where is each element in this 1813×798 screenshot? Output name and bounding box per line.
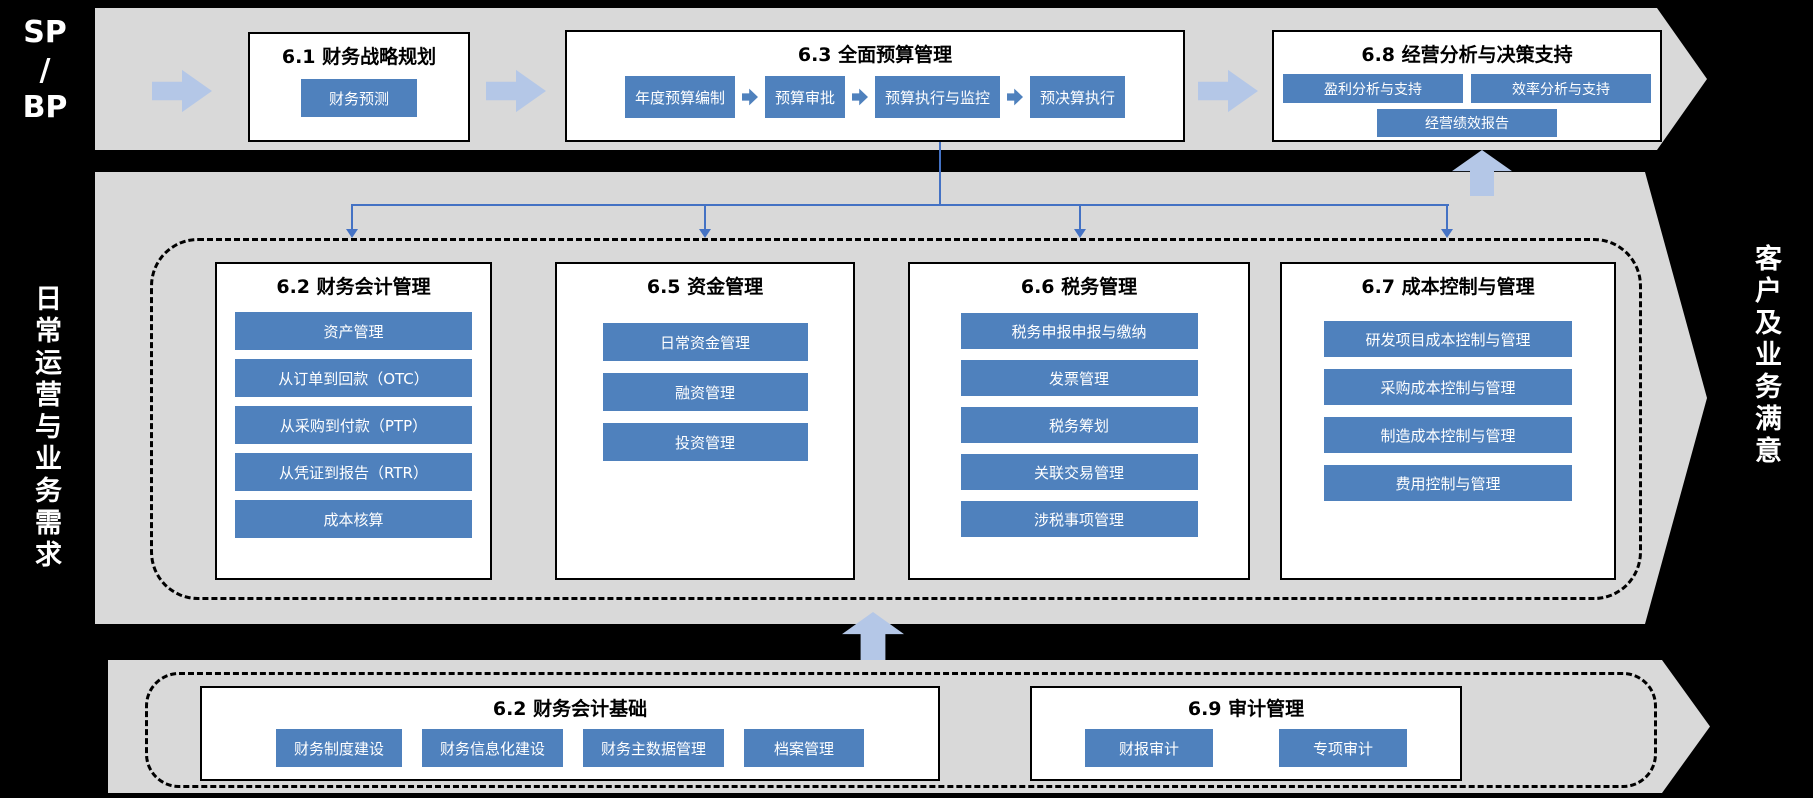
process-item: 效率分析与支持 — [1471, 74, 1651, 103]
connector-line — [1446, 206, 1448, 230]
items-list: 税务申报申报与缴纳 发票管理 税务筹划 关联交易管理 涉税事项管理 — [960, 313, 1198, 537]
box-6-5-treasury: 6.5 资金管理 日常资金管理 融资管理 投资管理 — [555, 262, 855, 580]
process-item: 日常资金管理 — [602, 323, 808, 361]
connector-arrowhead-icon — [346, 229, 358, 238]
box-6-9-audit: 6.9 审计管理 财报审计 专项审计 — [1030, 686, 1462, 781]
process-item: 财务制度建设 — [275, 729, 402, 767]
box-6-7-cost-control: 6.7 成本控制与管理 研发项目成本控制与管理 采购成本控制与管理 制造成本控制… — [1280, 262, 1616, 580]
process-item: 发票管理 — [960, 360, 1198, 396]
budget-step: 年度预算编制 — [624, 76, 735, 118]
box-6-8-analysis-support: 6.8 经营分析与决策支持 盈利分析与支持 效率分析与支持 经营绩效报告 — [1272, 30, 1662, 142]
box-6-3-budget-management: 6.3 全面预算管理 年度预算编制 预算审批 预算执行与监控 预决算执行 — [565, 30, 1185, 142]
connector-arrowhead-icon — [1441, 229, 1453, 238]
step-arrow-icon — [1007, 88, 1024, 106]
budget-step: 预算审批 — [764, 76, 845, 118]
process-item: 费用控制与管理 — [1324, 465, 1572, 501]
connector-arrowhead-icon — [699, 229, 711, 238]
box-accounting-foundation: 6.2 财务会计基础 财务制度建设 财务信息化建设 财务主数据管理 档案管理 — [200, 686, 940, 781]
process-item: 盈利分析与支持 — [1283, 74, 1463, 103]
items-list: 日常资金管理 融资管理 投资管理 — [602, 323, 808, 461]
process-item: 投资管理 — [602, 423, 808, 461]
process-item: 关联交易管理 — [960, 454, 1198, 490]
process-item: 从凭证到报告（RTR） — [235, 453, 472, 491]
box-title: 6.5 资金管理 — [646, 276, 764, 298]
box-6-1-financial-strategy: 6.1 财务战略规划 财务预测 — [248, 32, 470, 142]
box-title: 6.7 成本控制与管理 — [1361, 276, 1535, 298]
process-item: 经营绩效报告 — [1377, 109, 1557, 137]
process-item: 制造成本控制与管理 — [1324, 417, 1572, 453]
connector-line — [704, 206, 706, 230]
budget-steps-row: 年度预算编制 预算审批 预算执行与监控 预决算执行 — [624, 76, 1126, 118]
connector-line — [1079, 206, 1081, 230]
process-item: 档案管理 — [744, 729, 865, 767]
connector-arrowhead-icon — [1074, 229, 1086, 238]
process-item: 采购成本控制与管理 — [1324, 369, 1572, 405]
box-title: 6.1 财务战略规划 — [281, 46, 437, 68]
process-item: 涉税事项管理 — [960, 501, 1198, 537]
box-title: 6.3 全面预算管理 — [797, 44, 953, 66]
process-item: 税务申报申报与缴纳 — [960, 313, 1198, 349]
sp-bp-label: SP / BP — [22, 15, 68, 125]
items-list: 财务制度建设 财务信息化建设 财务主数据管理 档案管理 — [275, 729, 865, 767]
budget-step: 预算执行与监控 — [875, 76, 1001, 118]
connector-line — [939, 142, 941, 206]
connector-line — [351, 204, 1449, 206]
process-item: 成本核算 — [235, 500, 472, 538]
box-title: 6.6 税务管理 — [1020, 276, 1138, 298]
right-rail-label: 客户及业务满意 — [1750, 244, 1781, 468]
process-item: 研发项目成本控制与管理 — [1324, 321, 1572, 357]
process-item: 从订单到回款（OTC） — [235, 359, 472, 397]
budget-step: 预决算执行 — [1030, 76, 1126, 118]
box-title: 6.2 财务会计基础 — [492, 698, 648, 720]
process-item: 财报审计 — [1084, 729, 1213, 767]
box-6-6-tax: 6.6 税务管理 税务申报申报与缴纳 发票管理 税务筹划 关联交易管理 涉税事项… — [908, 262, 1250, 580]
process-item: 税务筹划 — [960, 407, 1198, 443]
process-item: 融资管理 — [602, 373, 808, 411]
process-item: 财务主数据管理 — [583, 729, 725, 767]
items-list: 资产管理 从订单到回款（OTC） 从采购到付款（PTP） 从凭证到报告（RTR）… — [235, 312, 472, 538]
process-item: 资产管理 — [235, 312, 472, 350]
box-title: 6.9 审计管理 — [1187, 698, 1305, 720]
items-list: 研发项目成本控制与管理 采购成本控制与管理 制造成本控制与管理 费用控制与管理 — [1324, 321, 1572, 501]
box-title: 6.2 财务会计管理 — [276, 276, 431, 298]
connector-line — [351, 206, 353, 230]
step-arrow-icon — [852, 88, 868, 106]
analysis-row: 盈利分析与支持 效率分析与支持 — [1283, 74, 1651, 103]
foundation-group — [145, 672, 1657, 788]
left-rail-label: 日常运营与业务需求 — [30, 284, 61, 572]
box-title: 6.8 经营分析与决策支持 — [1361, 44, 1573, 66]
process-item: 财务信息化建设 — [421, 729, 563, 767]
items-list: 财报审计 专项审计 — [1084, 729, 1408, 767]
daily-operations-group — [150, 238, 1642, 600]
process-item: 专项审计 — [1279, 729, 1408, 767]
process-item: 财务预测 — [301, 79, 417, 117]
process-item: 从采购到付款（PTP） — [235, 406, 472, 444]
box-6-2-financial-accounting: 6.2 财务会计管理 资产管理 从订单到回款（OTC） 从采购到付款（PTP） … — [215, 262, 492, 580]
step-arrow-icon — [741, 88, 758, 106]
